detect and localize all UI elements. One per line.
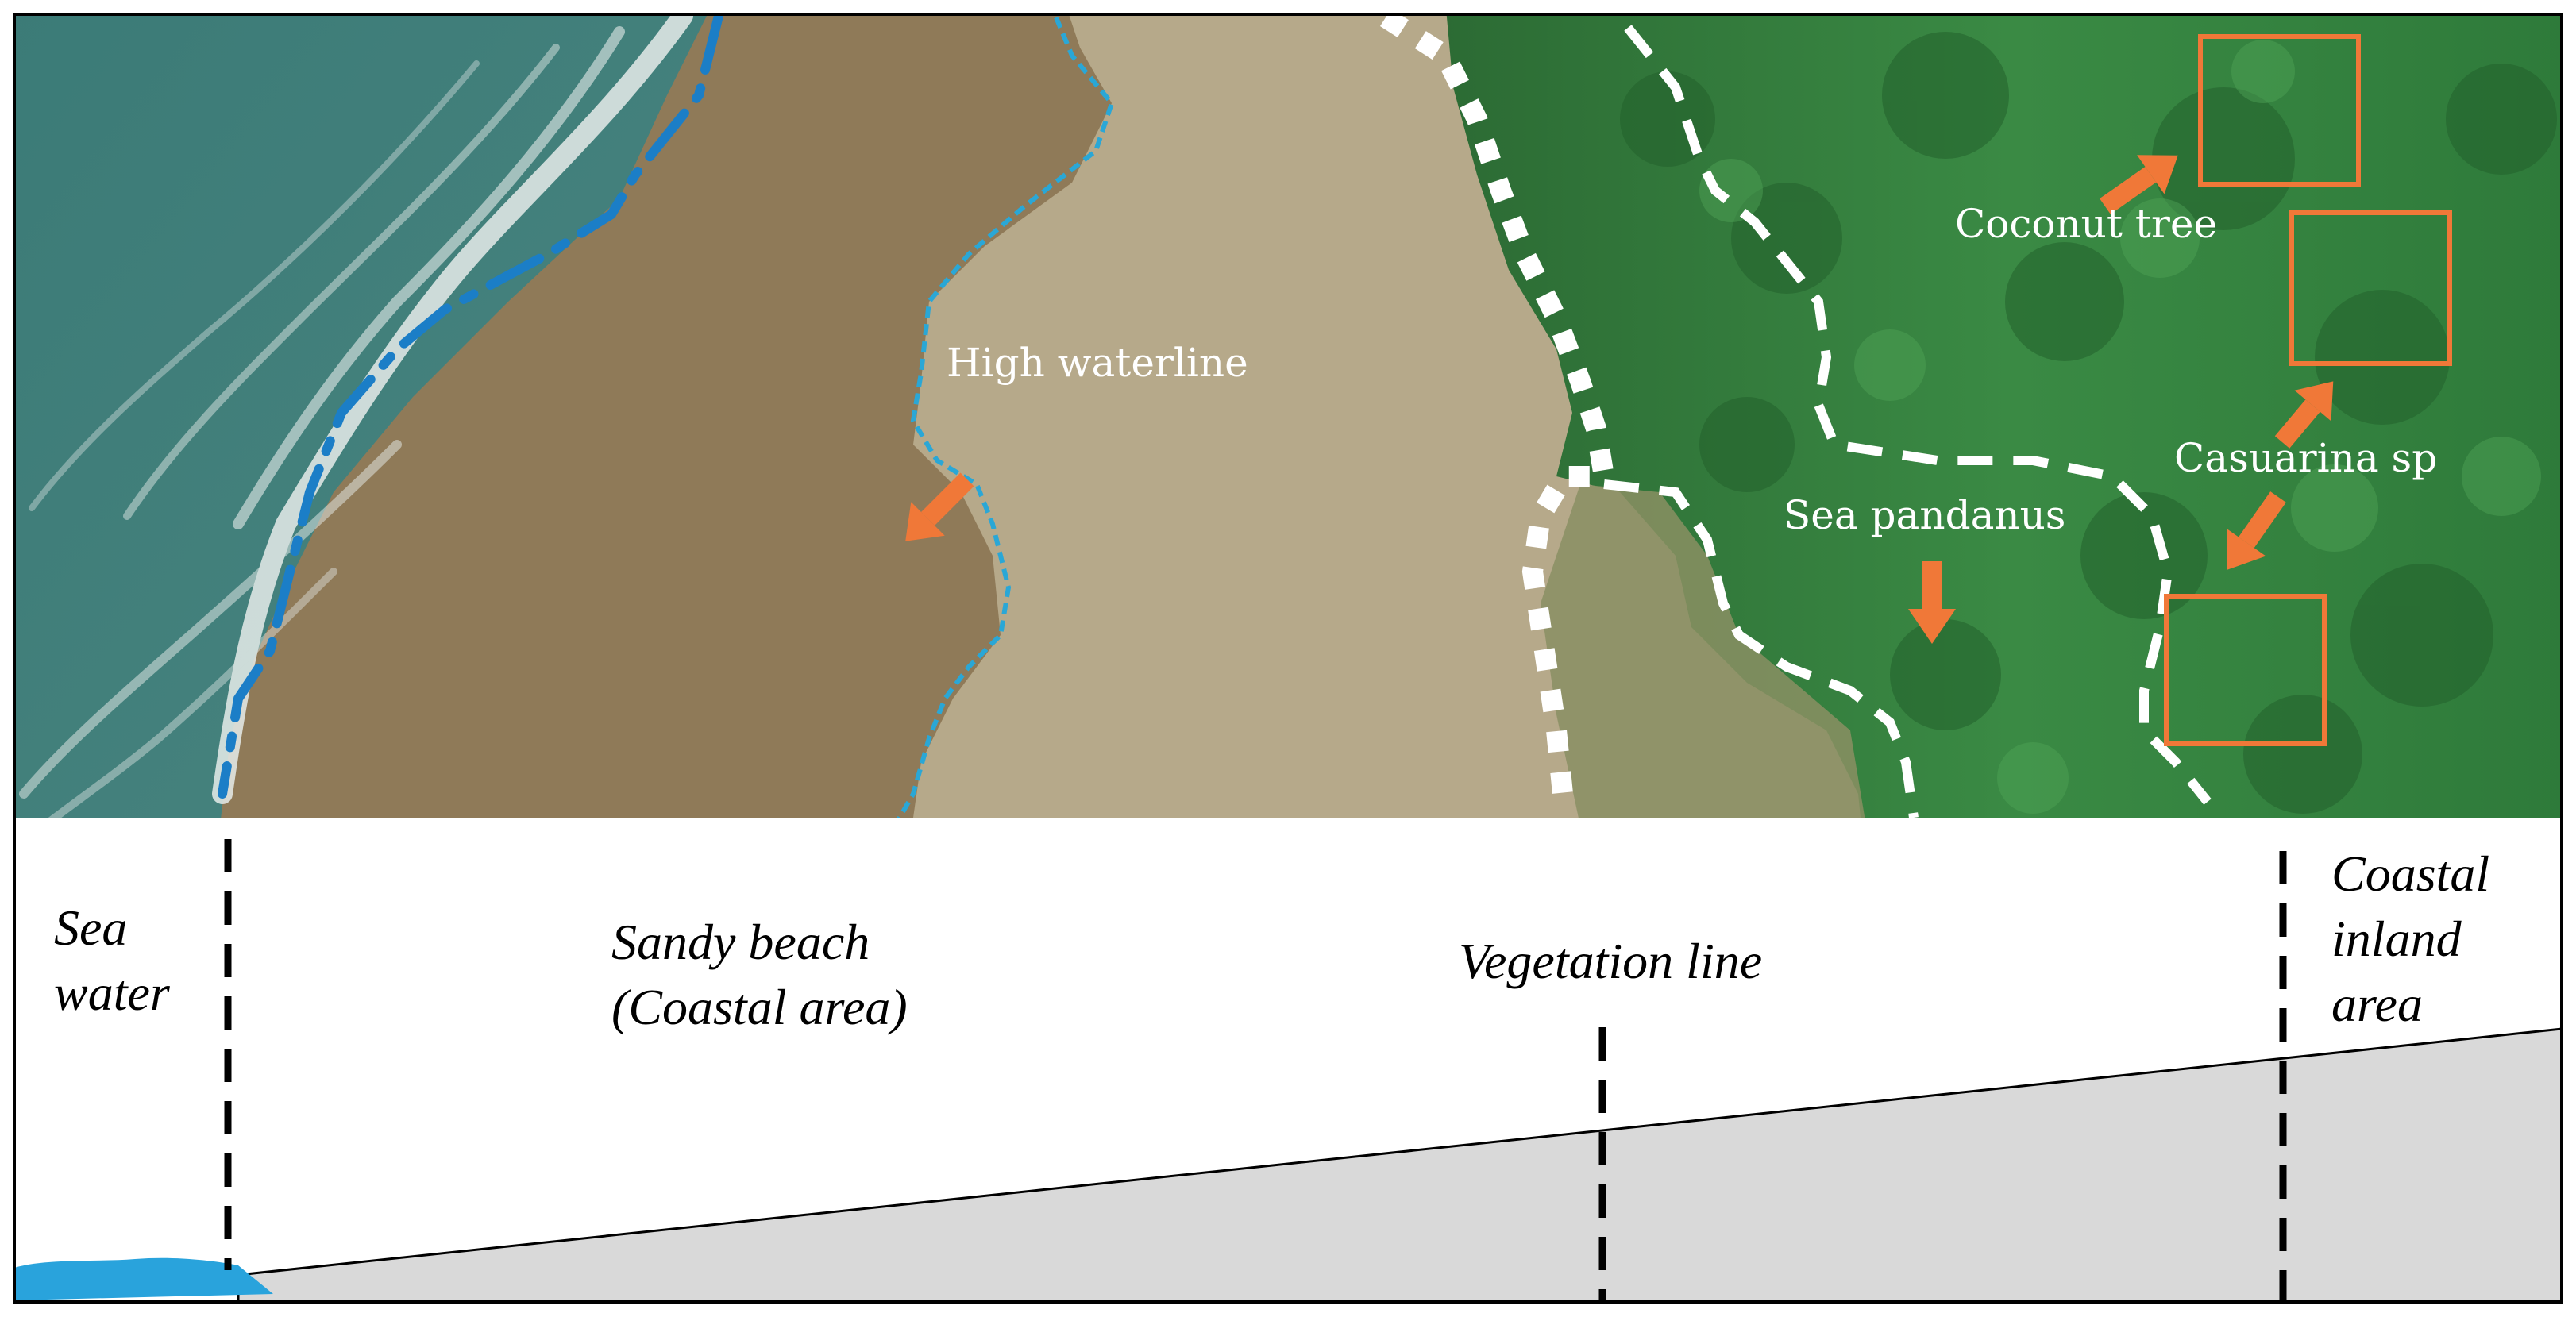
- vegetation-line: [1379, 14, 1617, 811]
- label-coastal-inland: Coastal inland area: [2331, 845, 2502, 1032]
- label-coastal-inland-line3: area: [2331, 976, 2423, 1032]
- label-sea-water-line1: Sea: [54, 899, 127, 956]
- coconut-tree-box: [2198, 34, 2361, 187]
- zone-dividers: [224, 839, 2287, 1302]
- high-waterline-arrow: [905, 472, 974, 541]
- label-sea-pandanus: Sea pandanus: [1784, 492, 2065, 538]
- vegetation-texture: [1620, 32, 2557, 814]
- ground-slope: [237, 1027, 2563, 1304]
- casuarina-box-lower: [2164, 594, 2327, 746]
- casuarina-arrow-down: [2227, 491, 2286, 570]
- low-waterline: [218, 14, 723, 799]
- bare-ground-patch: [1541, 484, 1865, 818]
- label-sandy-beach: Sandy beach (Coastal area): [611, 914, 908, 1035]
- beach-profile-diagram: Sea water Sandy beach (Coastal area) Veg…: [14, 839, 2563, 1304]
- high-waterline: [897, 16, 1115, 818]
- annotation-boxes: [2164, 34, 2452, 746]
- label-sea-water-line2: water: [54, 965, 171, 1021]
- label-coastal-inland-line2: inland: [2331, 911, 2462, 967]
- vegetation-highlights: [1699, 40, 2541, 814]
- coconut-tree-arrow: [2100, 155, 2178, 214]
- label-sandy-beach-line2: (Coastal area): [611, 979, 908, 1035]
- casuarina-box-upper: [2289, 210, 2452, 366]
- annotation-arrows: [905, 155, 2334, 644]
- casuarina-arrow-up: [2274, 381, 2334, 449]
- label-sea-water: Sea water: [54, 899, 171, 1021]
- label-high-waterline: High waterline: [947, 340, 1248, 386]
- sea-water-shape: [14, 1257, 273, 1300]
- figure-frame: [13, 13, 2563, 1304]
- label-sandy-beach-line1: Sandy beach: [611, 914, 870, 970]
- label-vegetation-line: Vegetation line: [1459, 933, 1762, 989]
- surf-foam: [19, 14, 693, 818]
- sea-pandanus-arrow: [1908, 561, 1956, 644]
- aerial-photo: High waterline Coconut tree Casuarina sp…: [14, 14, 2562, 818]
- label-coastal-inland-line1: Coastal: [2331, 845, 2489, 902]
- label-coconut-tree: Coconut tree: [1955, 201, 2217, 247]
- sea-pandanus-boundary: [1624, 25, 2212, 805]
- label-casuarina: Casuarina sp: [2174, 435, 2437, 481]
